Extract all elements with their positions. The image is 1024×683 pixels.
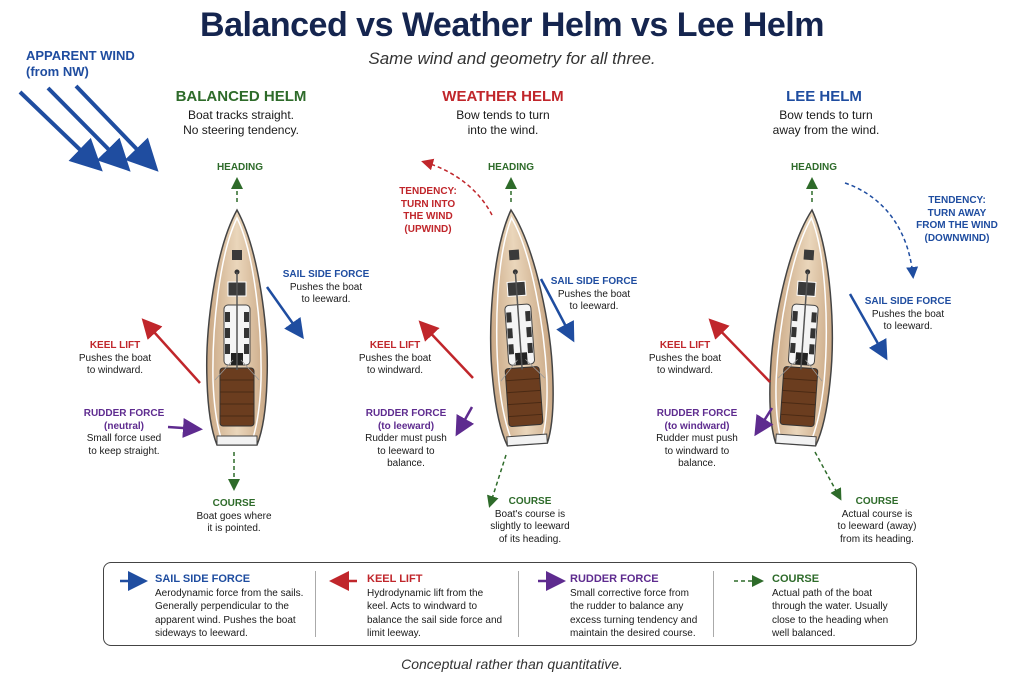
page-title: Balanced vs Weather Helm vs Lee Helm [200,6,824,44]
tendency-label: TENDENCY: TURN AWAY FROM THE WIND (DOWNW… [916,195,998,244]
panel-desc-balanced: Boat tracks straight. No steering tenden… [183,108,299,137]
sailboat-icon [206,209,268,446]
heading-label: HEADING [487,162,535,173]
sailboat-icon [764,207,843,448]
keel-lift-label: KEEL LIFT Pushes the boat to windward. [78,340,152,376]
tendency-label: TENDENCY: TURN INTO THE WIND (UPWIND) [399,186,457,235]
legend-box [103,562,917,646]
rudder-force-label: RUDDER FORCE (to leeward) Rudder must pu… [365,408,447,469]
sailboat-icon [480,207,559,448]
sail-force-label: SAIL SIDE FORCE Pushes the boat to leewa… [864,296,952,332]
panel-weather-graphics [418,158,575,508]
course-label: COURSE Boat goes where it is pointed. [196,498,272,534]
panel-desc-weather: Bow tends to turn into the wind. [456,108,550,137]
page-subtitle: Same wind and geometry for all three. [368,49,656,68]
panel-title-balanced: BALANCED HELM [175,88,307,105]
panel-title-lee: LEE HELM [786,88,862,105]
rudder-force-label: RUDDER FORCE (to windward) Rudder must p… [656,408,738,469]
panel-balanced-graphics [141,177,304,491]
legend-divider [713,571,714,637]
legend-item-course: COURSE Actual path of the boat through t… [772,573,889,640]
panel-desc-lee: Bow tends to turn away from the wind. [772,108,880,137]
heading-label: HEADING [216,162,264,173]
legend-divider [315,571,316,637]
course-label: COURSE Actual course is to leeward (away… [837,496,917,545]
course-label: COURSE Boat's course is slightly to leew… [490,496,570,545]
apparent-wind-arrows [18,84,159,172]
legend-item-rudder: RUDDER FORCE Small corrective force from… [570,573,698,640]
legend-item-sail: SAIL SIDE FORCE Aerodynamic force from t… [155,573,304,640]
keel-lift-label: KEEL LIFT Pushes the boat to windward. [648,340,722,376]
panel-title-weather: WEATHER HELM [442,88,564,105]
sail-force-label: SAIL SIDE FORCE Pushes the boat to leewa… [282,269,370,305]
legend-divider [518,571,519,637]
footer-note: Conceptual rather than quantitative. [401,656,623,672]
heading-label: HEADING [790,162,838,173]
sail-force-label: SAIL SIDE FORCE Pushes the boat to leewa… [550,276,638,312]
legend-item-keel: KEEL LIFT Hydrodynamic lift from the kee… [367,573,503,640]
rudder-force-label: RUDDER FORCE (neutral) Small force used … [83,408,165,457]
apparent-wind-label: APPARENT WIND (from NW) [26,48,135,80]
keel-lift-label: KEEL LIFT Pushes the boat to windward. [358,340,432,376]
panel-lee-graphics [708,177,919,501]
